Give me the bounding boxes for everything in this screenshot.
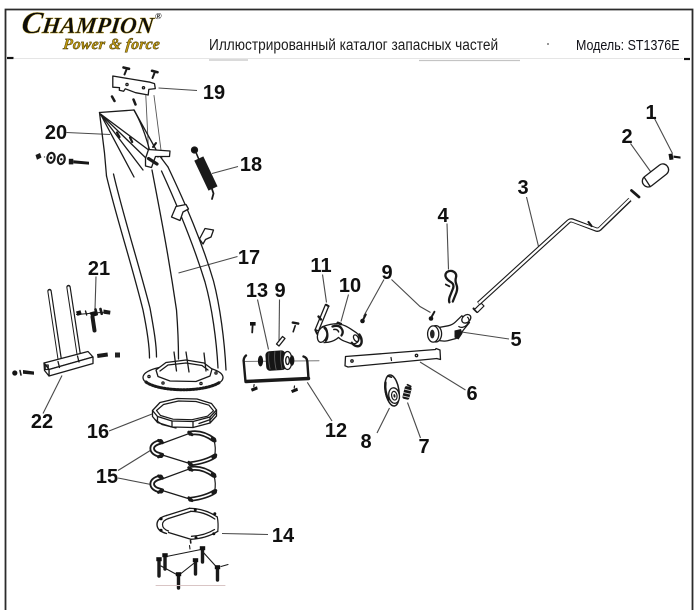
svg-text:21: 21 <box>88 258 110 280</box>
svg-text:2: 2 <box>621 126 632 148</box>
svg-text:20: 20 <box>45 122 67 144</box>
svg-text:3: 3 <box>517 177 528 199</box>
svg-text:7: 7 <box>418 436 429 458</box>
svg-text:10: 10 <box>339 275 361 297</box>
svg-text:22: 22 <box>31 411 53 433</box>
svg-text:14: 14 <box>272 525 295 547</box>
svg-text:18: 18 <box>240 154 262 176</box>
svg-text:4: 4 <box>437 205 449 227</box>
svg-text:9: 9 <box>274 280 285 302</box>
svg-text:6: 6 <box>466 383 477 405</box>
svg-text:16: 16 <box>87 421 109 443</box>
svg-text:1: 1 <box>645 102 656 124</box>
svg-text:11: 11 <box>310 255 331 277</box>
svg-text:12: 12 <box>325 420 347 442</box>
svg-text:8: 8 <box>360 431 371 453</box>
svg-text:9: 9 <box>381 262 392 284</box>
svg-text:5: 5 <box>510 329 521 351</box>
svg-text:17: 17 <box>238 247 260 269</box>
svg-text:15: 15 <box>96 466 118 488</box>
svg-text:19: 19 <box>203 82 225 104</box>
svg-text:13: 13 <box>246 280 268 302</box>
